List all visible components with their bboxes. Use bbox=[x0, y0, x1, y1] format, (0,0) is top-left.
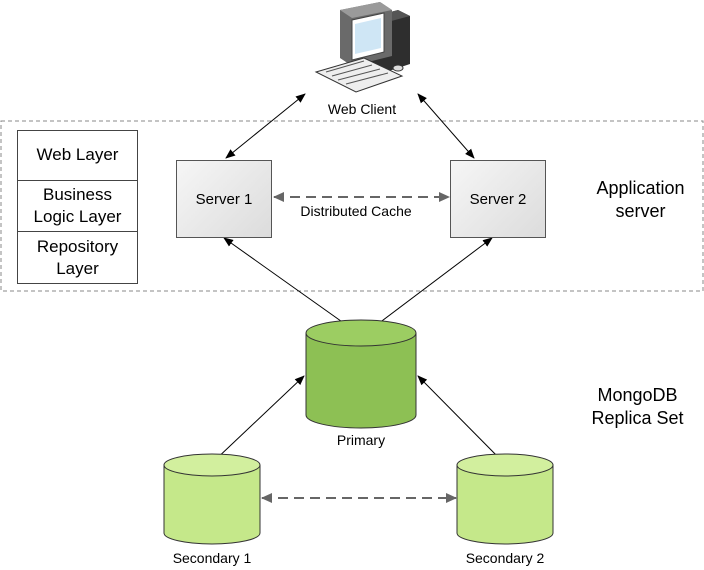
arrow-client-server2 bbox=[417, 93, 475, 159]
distributed-cache-label: Distributed Cache bbox=[300, 203, 412, 219]
replica-set-title-line-1: MongoDB bbox=[597, 385, 678, 405]
computer-icon bbox=[314, 2, 410, 93]
secondary-2-database-icon bbox=[456, 453, 554, 545]
layer-web: Web Layer bbox=[36, 145, 119, 164]
server-1-box: Server 1 bbox=[176, 160, 272, 238]
application-server-title-line-2: server bbox=[615, 201, 666, 221]
arrow-client-server1 bbox=[225, 93, 306, 159]
arrow-primary-secondary2 bbox=[417, 375, 505, 464]
web-client-label: Web Client bbox=[327, 101, 397, 117]
app-server-boundary bbox=[0, 120, 704, 292]
layer-stack: Web Layer Business Logic Layer Repositor… bbox=[17, 130, 138, 284]
secondary-1-label: Secondary 1 bbox=[172, 550, 252, 566]
arrow-primary-secondary1 bbox=[211, 375, 305, 464]
replica-set-title: MongoDB Replica Set bbox=[580, 384, 695, 430]
primary-label: Primary bbox=[336, 432, 386, 448]
application-server-title-line-1: Application bbox=[596, 178, 685, 198]
layer-repository: Repository Layer bbox=[18, 231, 137, 283]
server-2-label: Server 2 bbox=[469, 190, 527, 208]
secondary-2-label: Secondary 2 bbox=[465, 550, 545, 566]
replica-set-title-line-2: Replica Set bbox=[591, 408, 684, 428]
application-server-title: Application server bbox=[583, 177, 698, 223]
server-1-label: Server 1 bbox=[195, 190, 253, 208]
server-2-box: Server 2 bbox=[450, 160, 546, 238]
arrow-server2-primary bbox=[361, 237, 493, 337]
secondary-1-database-icon bbox=[163, 453, 261, 545]
primary-database-icon bbox=[305, 319, 417, 429]
layer-business-logic: Business Logic Layer bbox=[18, 180, 137, 231]
arrow-server1-primary bbox=[223, 237, 363, 337]
